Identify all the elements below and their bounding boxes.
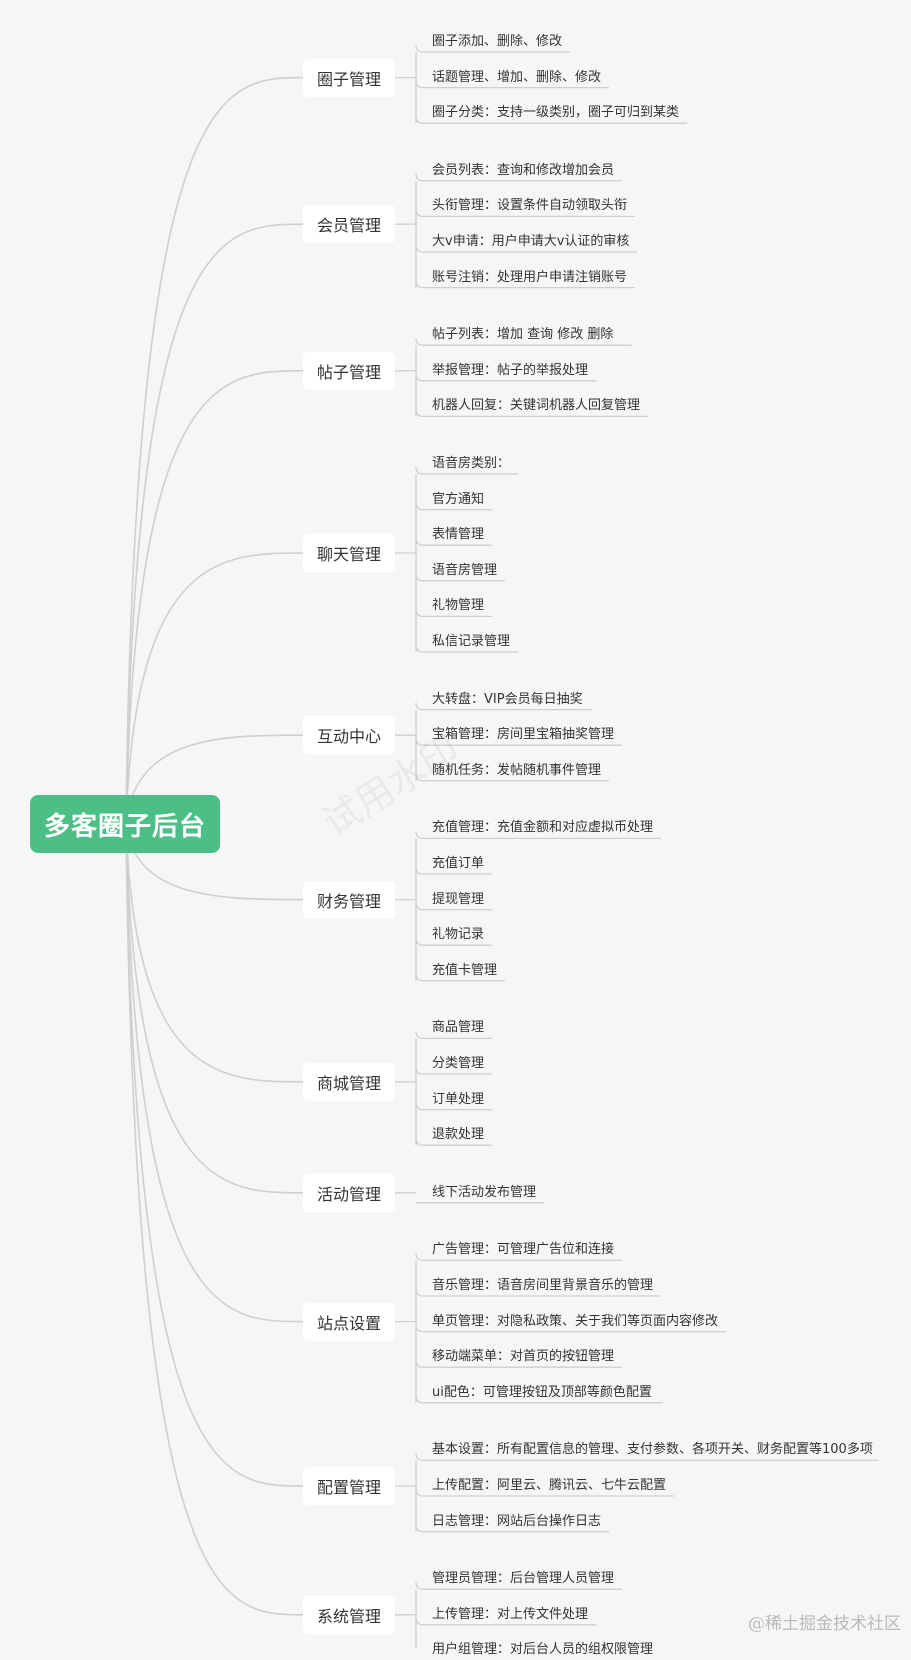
leaf-item[interactable]: 帖子列表：增加 查询 修改 删除: [432, 327, 614, 343]
leaf-item[interactable]: 上传管理：对上传文件处理: [432, 1606, 589, 1622]
leaf-item[interactable]: 单页管理：对隐私政策、关于我们等页面内容修改: [432, 1313, 719, 1329]
leaf-item[interactable]: 提现管理: [432, 891, 485, 907]
leaf-item[interactable]: 退款处理: [432, 1127, 485, 1143]
leaf-item[interactable]: 大转盘：VIP会员每日抽奖: [432, 691, 583, 707]
leaf-item[interactable]: 圈子分类：支持一级类别，圈子可归到某类: [432, 105, 680, 121]
branch-node-6[interactable]: 商城管理: [303, 1062, 395, 1101]
leaf-item[interactable]: 语音房类别：: [432, 456, 511, 471]
leaf-item[interactable]: 话题管理、增加、删除、修改: [432, 69, 602, 85]
leaf-item[interactable]: 礼物记录: [432, 927, 485, 943]
leaf-item[interactable]: 商品管理: [432, 1020, 485, 1036]
branch-node-1[interactable]: 会员管理: [303, 205, 395, 244]
branch-node-0[interactable]: 圈子管理: [303, 58, 395, 97]
branch-node-8[interactable]: 站点设置: [303, 1302, 395, 1341]
leaf-item[interactable]: 大v申请：用户申请大v认证的审核: [432, 234, 630, 249]
leaf-item[interactable]: 礼物管理: [432, 598, 485, 614]
branch-node-10[interactable]: 系统管理: [303, 1595, 395, 1634]
leaf-item[interactable]: 私信记录管理: [432, 634, 511, 649]
branch-node-4[interactable]: 互动中心: [303, 716, 395, 755]
leaf-item[interactable]: 会员列表：查询和修改增加会员: [432, 162, 615, 178]
branch-node-2[interactable]: 帖子管理: [303, 351, 395, 390]
root-node[interactable]: 多客圈子后台: [30, 795, 220, 853]
leaf-item[interactable]: 语音房管理: [432, 562, 498, 578]
leaf-item[interactable]: 线下活动发布管理: [432, 1184, 537, 1200]
leaf-item[interactable]: 上传配置：阿里云、腾讯云、七牛云配置: [432, 1478, 667, 1493]
leaf-item[interactable]: 充值卡管理: [432, 962, 498, 978]
leaf-item[interactable]: 订单处理: [432, 1091, 485, 1107]
leaf-item[interactable]: 表情管理: [432, 527, 485, 543]
leaf-item[interactable]: 机器人回复：关键词机器人回复管理: [432, 398, 641, 414]
branch-node-5[interactable]: 财务管理: [303, 880, 395, 919]
leaf-item[interactable]: 充值订单: [432, 856, 485, 871]
branch-node-3[interactable]: 聊天管理: [303, 534, 395, 572]
leaf-item[interactable]: 音乐管理：语音房间里背景音乐的管理: [432, 1278, 654, 1293]
branch-node-7[interactable]: 活动管理: [303, 1173, 395, 1212]
leaf-item[interactable]: 用户组管理：对后台人员的组权限管理: [432, 1642, 654, 1658]
leaf-item[interactable]: 日志管理：网站后台操作日志: [432, 1513, 602, 1529]
leaf-item[interactable]: 举报管理：帖子的举报处理: [432, 362, 589, 378]
credit-text: @稀土掘金技术社区: [748, 1614, 901, 1634]
leaf-item[interactable]: 圈子添加、删除、修改: [432, 34, 563, 49]
leaf-item[interactable]: 随机任务：发帖随机事件管理: [432, 762, 602, 778]
leaf-item[interactable]: 宝箱管理：房间里宝箱抽奖管理: [432, 727, 615, 743]
branch-node-9[interactable]: 配置管理: [303, 1467, 395, 1505]
leaf-item[interactable]: 移动端菜单：对首页的按钮管理: [432, 1349, 615, 1365]
leaf-item[interactable]: 充值管理：充值金额和对应虚拟币处理: [432, 820, 654, 836]
leaf-item[interactable]: 头衔管理：设置条件自动领取头衔: [432, 198, 628, 214]
leaf-item[interactable]: 官方通知: [432, 491, 485, 507]
leaf-item[interactable]: 广告管理：可管理广告位和连接: [432, 1242, 615, 1258]
leaf-item[interactable]: 基本设置：所有配置信息的管理、支付参数、各项开关、财务配置等100多项: [432, 1442, 873, 1458]
leaf-item[interactable]: 分类管理: [432, 1056, 485, 1071]
leaf-item[interactable]: 管理员管理：后台管理人员管理: [432, 1571, 615, 1587]
leaf-item[interactable]: 账号注销：处理用户申请注销账号: [432, 269, 628, 285]
leaf-item[interactable]: ui配色：可管理按钮及顶部等颜色配置: [432, 1384, 652, 1400]
